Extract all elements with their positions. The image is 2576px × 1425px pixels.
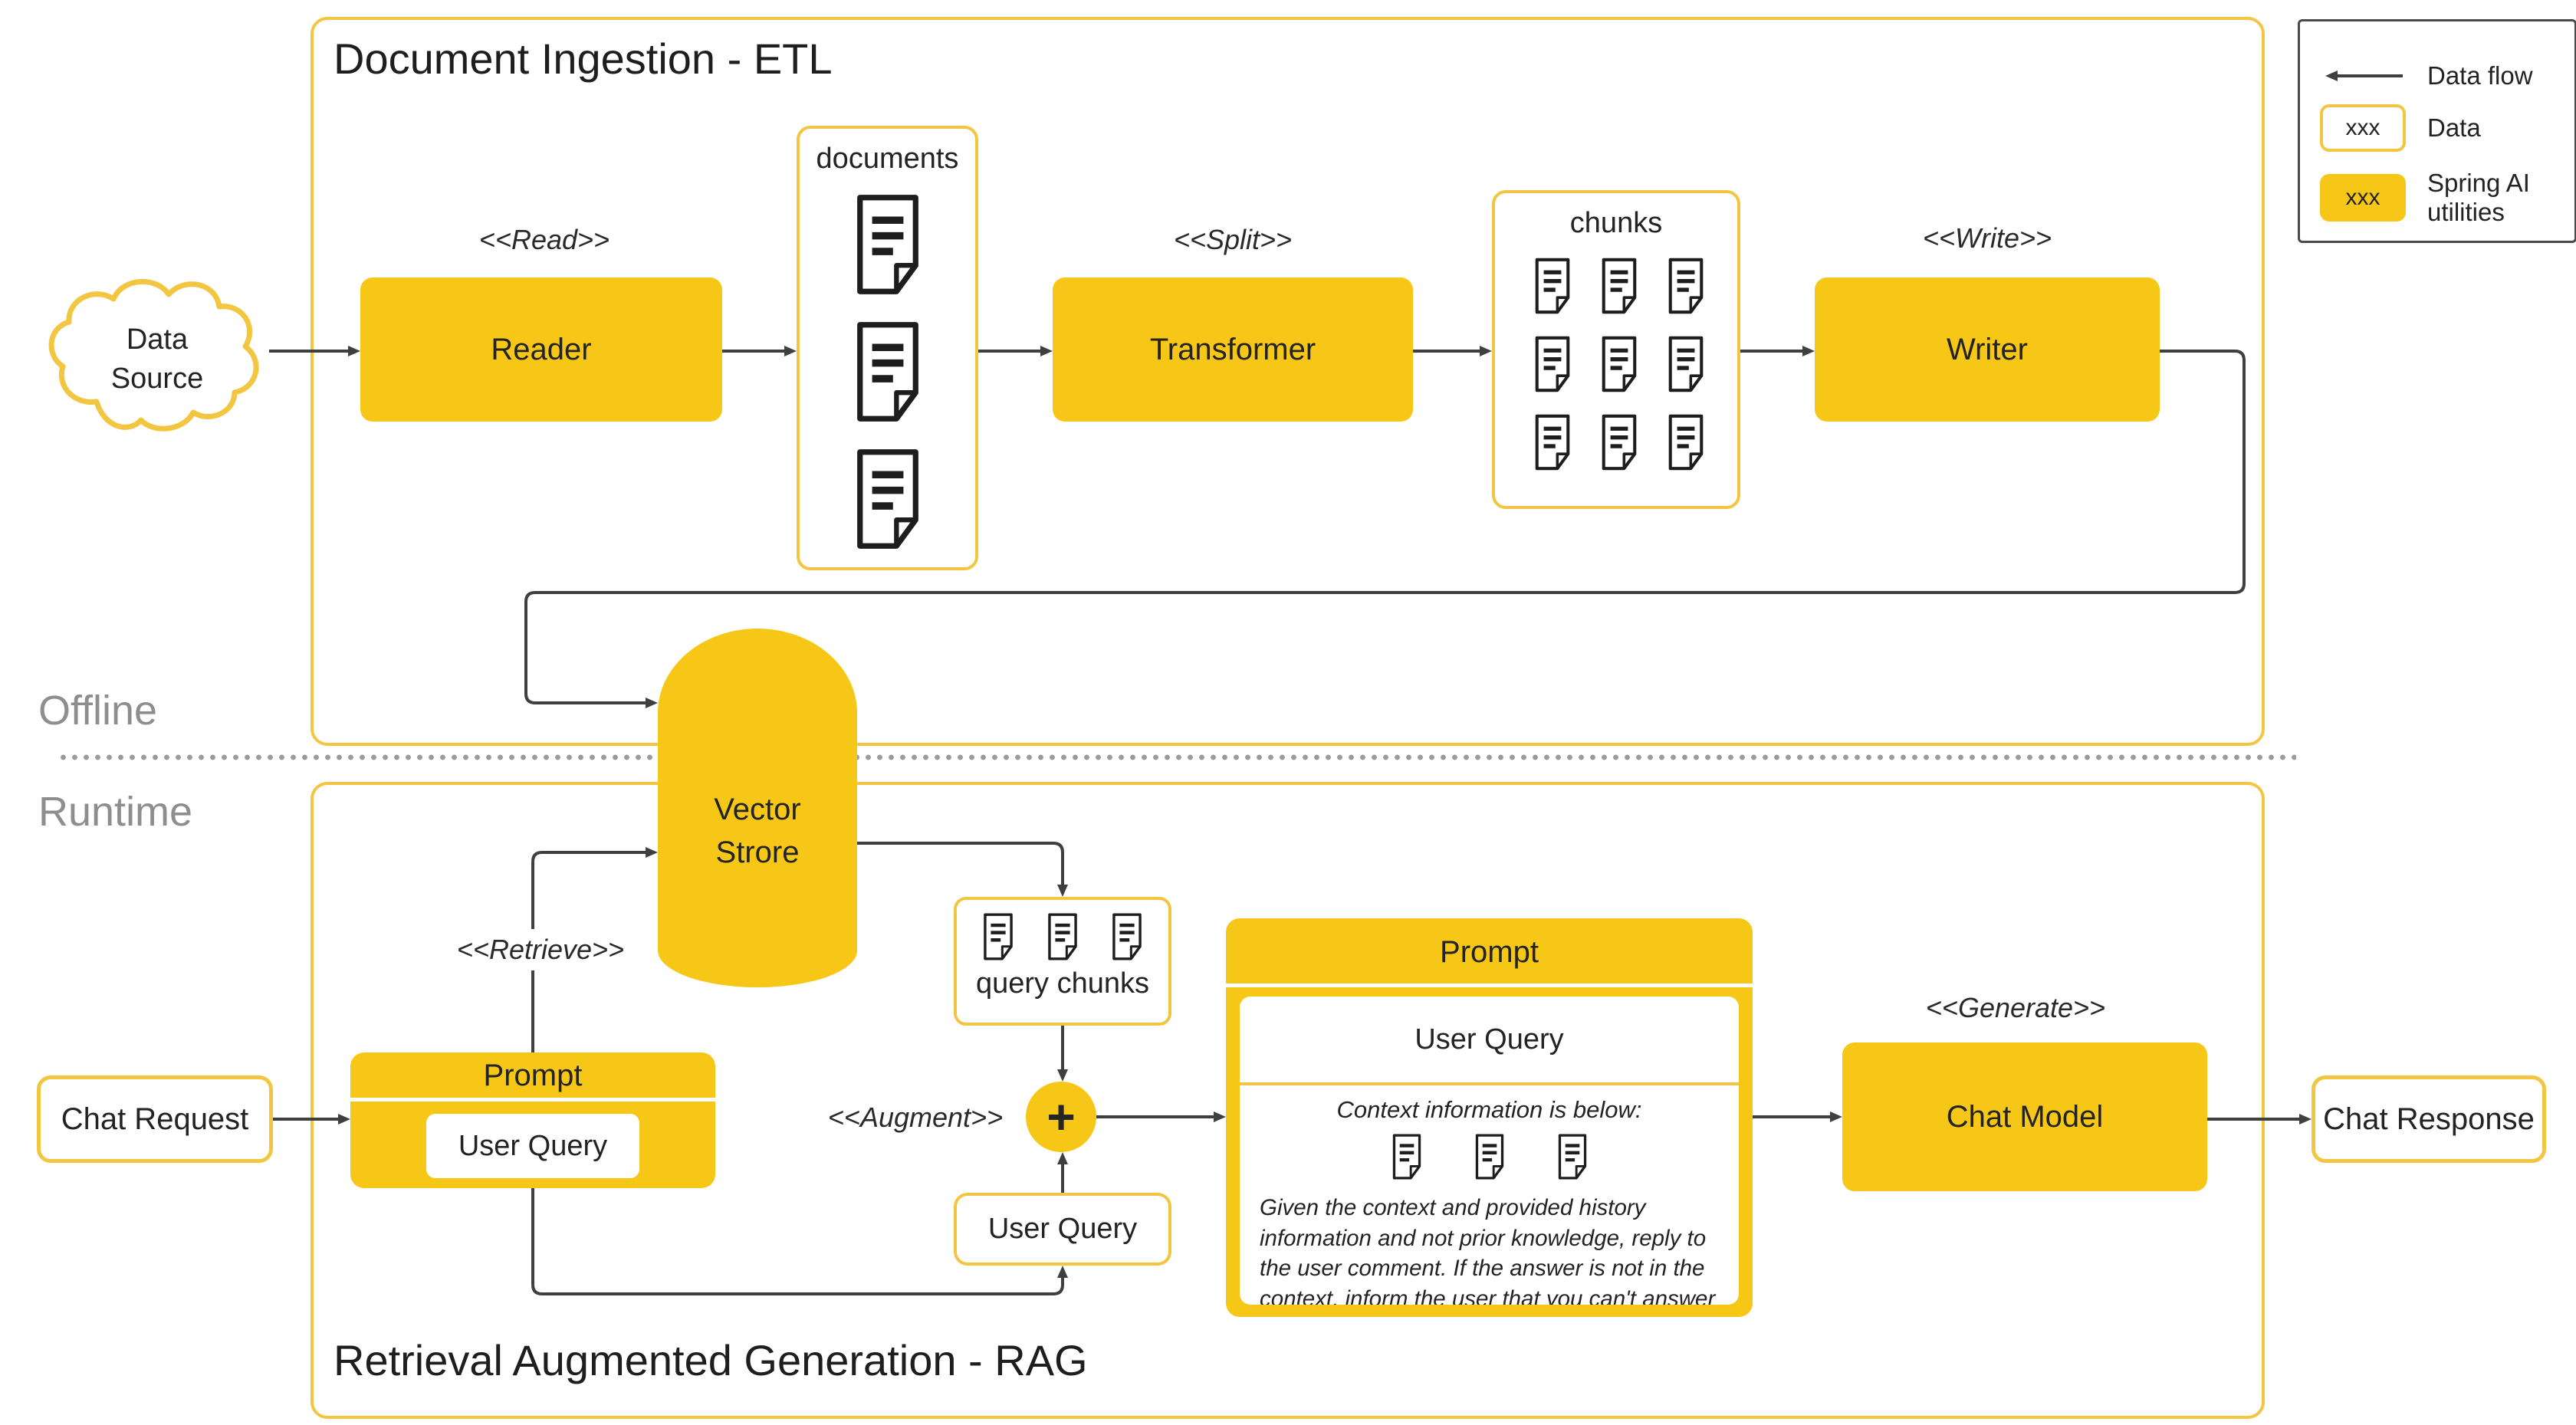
- legend-data-label: Data: [2427, 113, 2481, 143]
- legend-data-chip: xxx: [2320, 104, 2406, 152]
- big-prompt-panel: User Query Context information is below:…: [1240, 997, 1739, 1305]
- etl-title: Document Ingestion - ETL: [334, 34, 833, 83]
- legend-spring-label: Spring AI utilities: [2427, 169, 2530, 226]
- chat-model-node: Chat Model: [1842, 1042, 2207, 1191]
- chat-request-node: Chat Request: [37, 1075, 273, 1163]
- generate-stereotype: <<Generate>>: [1925, 992, 2106, 1023]
- prompt-user-query-label: User Query: [458, 1129, 608, 1162]
- etl-container: Document Ingestion - ETL: [310, 17, 2265, 746]
- prompt-user-query-box: User Query: [426, 1114, 639, 1178]
- document-icon: [849, 447, 926, 551]
- document-icon: [1596, 335, 1642, 393]
- chat-response-node: Chat Response: [2312, 1075, 2546, 1163]
- read-stereotype: <<Read>>: [478, 224, 610, 255]
- document-icon: [1663, 413, 1709, 471]
- document-icon: [1108, 912, 1146, 961]
- documents-label: documents: [816, 143, 959, 175]
- big-prompt-title: Prompt: [1440, 935, 1539, 969]
- document-icon: [1530, 335, 1576, 393]
- vector-store-label-line1: Vector: [714, 793, 801, 826]
- legend-spring-chip: xxx: [2320, 173, 2406, 222]
- chat-request-label: Chat Request: [61, 1102, 249, 1136]
- document-icon: [1388, 1133, 1425, 1180]
- data-source-label-line1: Data: [126, 323, 189, 356]
- rag-container: Retrieval Augmented Generation - RAG: [310, 782, 2265, 1419]
- prompt-instructions: Given the context and provided history i…: [1260, 1195, 1716, 1305]
- context-heading: Context information is below:: [1336, 1096, 1642, 1123]
- chat-response-label: Chat Response: [2323, 1102, 2535, 1136]
- prompt-node: Prompt User Query: [350, 1052, 715, 1188]
- big-prompt-node: Prompt User Query Context information is…: [1226, 918, 1753, 1317]
- augment-stereotype: <<Augment>>: [827, 1102, 1004, 1133]
- transformer-label: Transformer: [1149, 332, 1316, 366]
- query-chunks-panel: query chunks: [954, 897, 1171, 1026]
- edge-writer-vectorstore: [524, 350, 2246, 708]
- data-source-label-line2: Source: [110, 363, 204, 396]
- cloud-icon: [48, 278, 259, 432]
- chunks-label: chunks: [1569, 207, 1663, 239]
- user-query-node: User Query: [954, 1193, 1171, 1266]
- vector-store-label-line2: Strore: [715, 836, 800, 869]
- document-icon: [1596, 257, 1642, 315]
- write-stereotype: <<Write>>: [1922, 222, 2052, 254]
- document-icon: [1530, 413, 1576, 471]
- document-icon: [1663, 335, 1709, 393]
- vector-store-node: Vector Strore: [658, 788, 857, 874]
- document-icon: [1554, 1133, 1591, 1180]
- document-icon: [979, 912, 1017, 961]
- chat-model-label: Chat Model: [1946, 1099, 2104, 1134]
- reader-label: Reader: [491, 332, 592, 366]
- documents-panel: documents: [797, 126, 978, 570]
- retrieve-stereotype: <<Retrieve>>: [441, 929, 640, 970]
- database-cylinder-icon: [658, 629, 857, 987]
- writer-node: Writer: [1815, 277, 2160, 422]
- legend-data-flow-label: Data flow: [2427, 61, 2533, 90]
- section-label-runtime: Runtime: [38, 789, 193, 835]
- document-icon: [1663, 257, 1709, 315]
- reader-node: Reader: [360, 277, 722, 422]
- edge-prompt-userquery-loop: [531, 1188, 1068, 1295]
- document-icon: [849, 192, 926, 297]
- user-query-label: User Query: [987, 1213, 1138, 1245]
- document-icon: [1596, 413, 1642, 471]
- transformer-node: Transformer: [1053, 277, 1413, 422]
- writer-label: Writer: [1947, 332, 2028, 366]
- prompt-title: Prompt: [483, 1059, 583, 1092]
- edge-prompt-vectorstore-retrieve: [531, 847, 658, 1052]
- section-label-offline: Offline: [38, 688, 158, 734]
- split-stereotype: <<Split>>: [1173, 224, 1293, 255]
- query-chunks-label: query chunks: [975, 967, 1149, 1000]
- edge-vectorstore-querychunks: [857, 842, 1068, 897]
- document-icon: [1471, 1133, 1508, 1180]
- offline-runtime-divider: [58, 754, 2296, 760]
- big-prompt-user-query-box: User Query: [1240, 997, 1739, 1085]
- rag-title: Retrieval Augmented Generation - RAG: [334, 1336, 1088, 1384]
- big-prompt-user-query-label: User Query: [1414, 1023, 1564, 1056]
- data-source-node: Data Source: [61, 320, 253, 399]
- plus-icon: +: [1026, 1082, 1096, 1152]
- plus-glyph: +: [1046, 1089, 1076, 1144]
- document-icon: [1043, 912, 1082, 961]
- document-icon: [1530, 257, 1576, 315]
- chunks-panel: chunks: [1492, 190, 1740, 509]
- left-arrow-icon: [2325, 70, 2403, 81]
- legend: Data flow xxx Data xxx Spring AI utiliti…: [2298, 19, 2576, 243]
- document-icon: [849, 320, 926, 424]
